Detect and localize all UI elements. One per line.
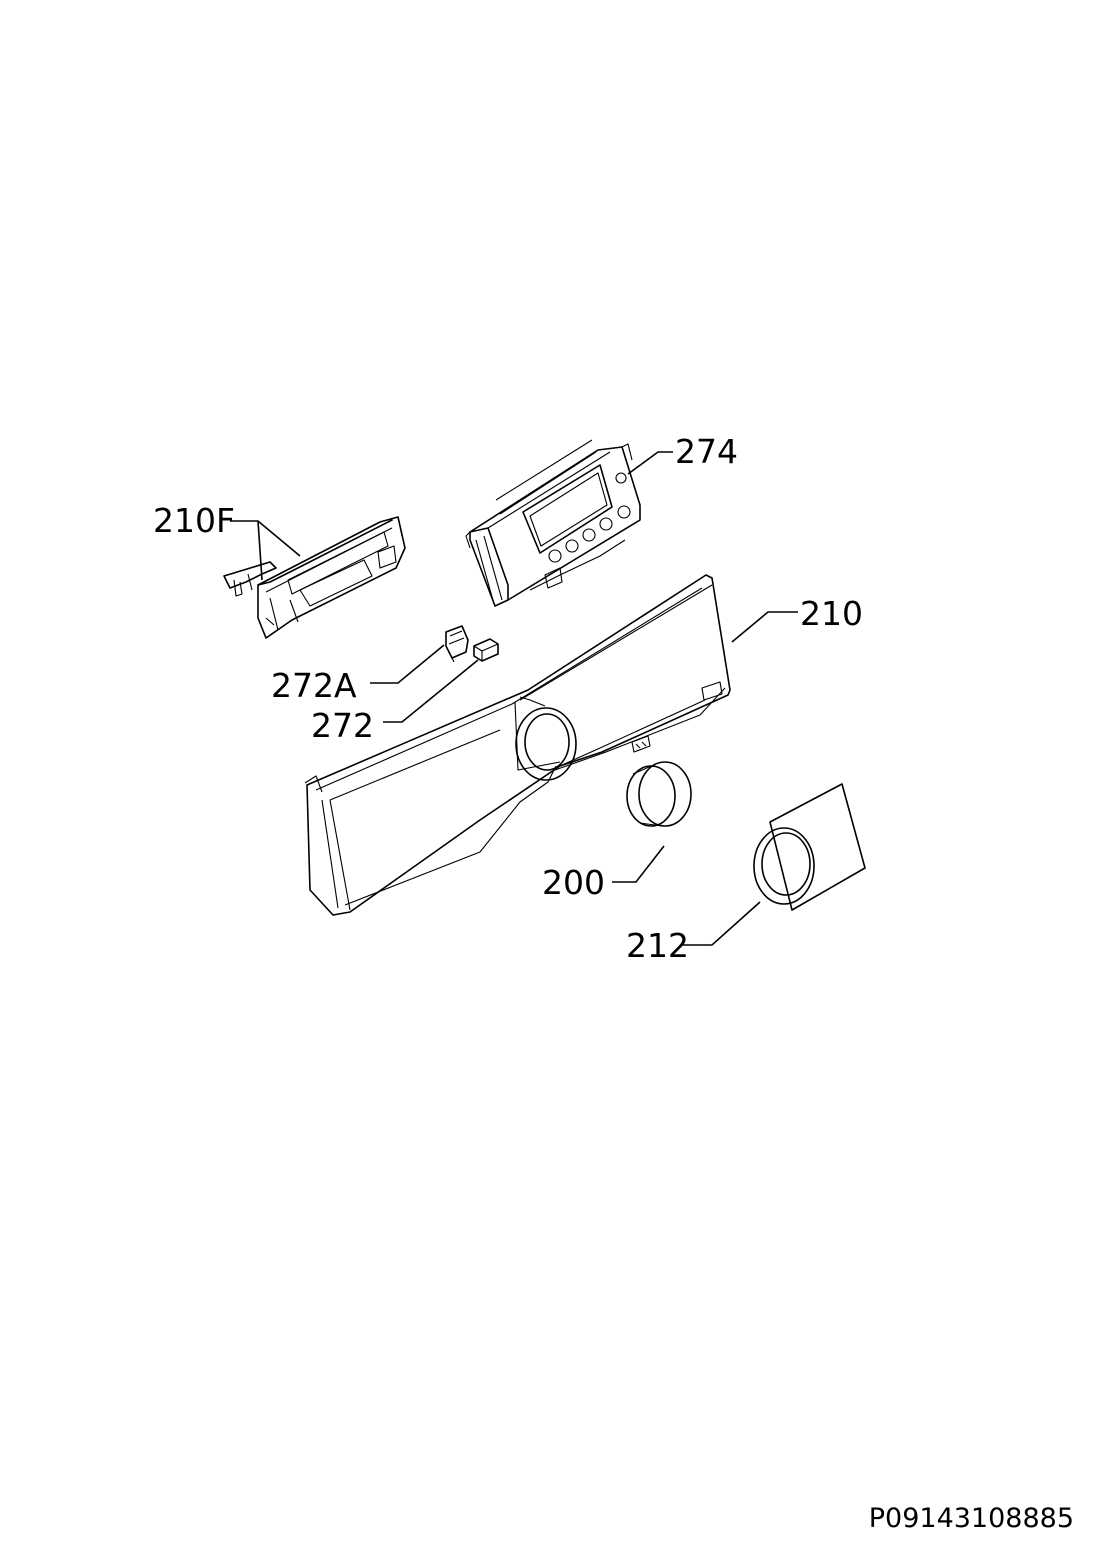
part-210-control-panel — [304, 574, 731, 916]
leader-210 — [731, 611, 798, 643]
leader-272 — [383, 659, 479, 723]
part-200-knob — [626, 761, 692, 827]
callout-210F: 210F — [153, 501, 235, 540]
part-272A-switch — [445, 625, 469, 663]
leader-212 — [682, 901, 761, 946]
part-272-button — [473, 638, 499, 662]
leader-200 — [612, 845, 665, 883]
callout-210: 210 — [800, 594, 863, 633]
part-274-control-board — [465, 439, 641, 607]
leader-274 — [627, 451, 673, 475]
callout-272A: 272A — [271, 666, 357, 705]
leader-272A — [370, 644, 445, 684]
leader-210F-b — [257, 520, 263, 581]
callout-272: 272 — [311, 706, 374, 745]
document-code: P09143108885 — [869, 1503, 1074, 1534]
part-212-trim — [753, 783, 866, 911]
callout-274: 274 — [675, 432, 738, 471]
part-210F-bracket — [223, 516, 406, 639]
leader-210F — [230, 520, 301, 557]
leader-lines — [230, 451, 798, 946]
callout-200: 200 — [542, 863, 605, 902]
callout-212: 212 — [626, 926, 689, 965]
